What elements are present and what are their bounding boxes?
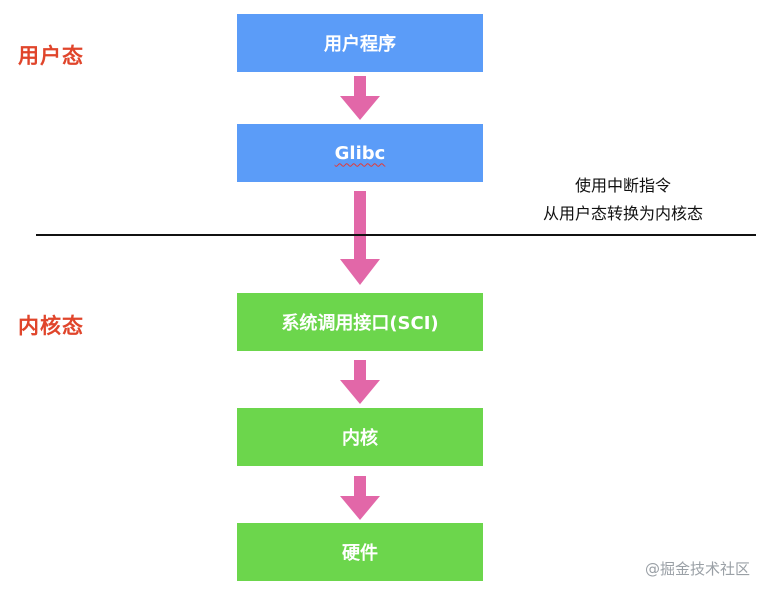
box-user-program: 用户程序: [237, 14, 483, 72]
kernel-mode-label: 内核态: [18, 314, 84, 338]
user-mode-label: 用户态: [18, 44, 84, 68]
box-user-program-label: 用户程序: [324, 34, 396, 55]
arrow-down-icon: [340, 360, 380, 404]
box-syscall-interface: 系统调用接口(SCI): [237, 293, 483, 351]
mode-boundary-line: [36, 234, 756, 236]
interrupt-note-line-1: 使用中断指令: [574, 176, 671, 195]
box-glibc-label: Glibc: [334, 142, 386, 164]
box-hardware-label: 硬件: [342, 543, 378, 564]
box-glibc: Glibc: [237, 124, 483, 182]
arrow-down-icon: [340, 476, 380, 520]
box-hardware: 硬件: [237, 523, 483, 581]
box-kernel-label: 内核: [342, 428, 378, 449]
arrow-down-icon: [340, 191, 380, 285]
interrupt-note-line-2: 从用户态转换为内核态: [542, 204, 703, 223]
box-kernel: 内核: [237, 408, 483, 466]
arrow-down-icon: [340, 76, 380, 120]
box-syscall-interface-label: 系统调用接口(SCI): [281, 313, 439, 334]
interrupt-note: 使用中断指令 从用户态转换为内核态: [510, 172, 736, 228]
watermark: @掘金技术社区: [644, 560, 750, 578]
